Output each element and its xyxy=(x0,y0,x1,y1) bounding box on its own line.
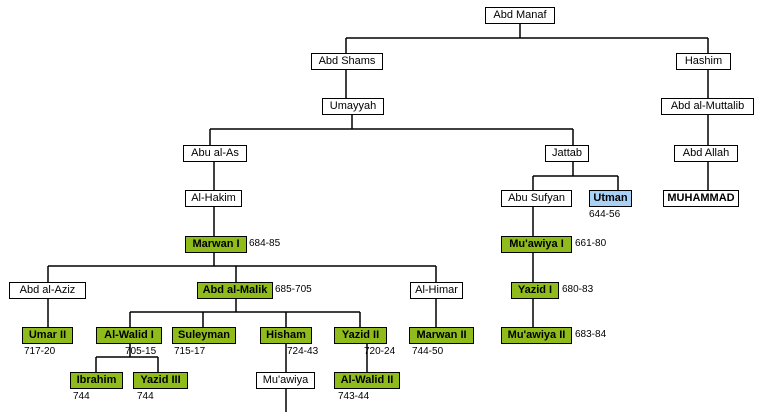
node-hashim: Hashim xyxy=(676,53,731,70)
node-yazid-ii: Yazid II xyxy=(334,327,387,344)
node-marwan-ii: Marwan II xyxy=(409,327,474,344)
date-al-walid-i: 705-15 xyxy=(125,346,157,357)
date-umar-ii: 717-20 xyxy=(24,346,56,357)
date-utman: 644-56 xyxy=(589,209,621,220)
date-yazid-ii: 720-24 xyxy=(364,346,396,357)
date-abd-al-malik: 685-705 xyxy=(275,284,312,295)
node-al-hakim: Al-Hakim xyxy=(185,190,242,207)
node-al-walid-ii: Al-Walid II xyxy=(334,372,400,389)
date-suleyman: 715-17 xyxy=(174,346,206,357)
node-al-walid-i: Al-Walid I xyxy=(96,327,162,344)
node-jattab: Jattab xyxy=(545,145,589,162)
node-muawiya-son-of-hisham: Mu'awiya xyxy=(256,372,315,389)
node-muawiya-i: Mu'awiya I xyxy=(501,236,572,253)
node-abd-al-aziz: Abd al-Aziz xyxy=(9,282,86,299)
node-ibrahim: Ibrahim xyxy=(70,372,123,389)
node-abu-sufyan: Abu Sufyan xyxy=(501,190,572,207)
node-hisham: Hisham xyxy=(260,327,312,344)
date-marwan-i: 684-85 xyxy=(249,238,281,249)
date-yazid-iii: 744 xyxy=(137,391,154,402)
node-abu-al-as: Abu al-As xyxy=(183,145,247,162)
node-umar-ii: Umar II xyxy=(22,327,73,344)
date-marwan-ii: 744-50 xyxy=(412,346,444,357)
date-ibrahim: 744 xyxy=(73,391,90,402)
date-hisham: 724-43 xyxy=(287,346,319,357)
node-abd-manaf: Abd Manaf xyxy=(485,7,555,24)
node-suleyman: Suleyman xyxy=(172,327,236,344)
node-abd-allah: Abd Allah xyxy=(674,145,738,162)
node-muawiya-ii: Mu'awiya II xyxy=(501,327,572,344)
node-yazid-i: Yazid I xyxy=(511,282,559,299)
date-yazid-i: 680-83 xyxy=(562,284,594,295)
node-al-himar: Al-Himar xyxy=(410,282,463,299)
date-muawiya-ii: 683-84 xyxy=(575,329,607,340)
node-abd-shams: Abd Shams xyxy=(311,53,383,70)
date-al-walid-ii: 743-44 xyxy=(338,391,370,402)
node-umayyah: Umayyah xyxy=(322,98,384,115)
date-muawiya-i: 661-80 xyxy=(575,238,607,249)
node-abd-al-malik: Abd al-Malik xyxy=(197,282,273,299)
node-yazid-iii: Yazid III xyxy=(133,372,188,389)
node-marwan-i: Marwan I xyxy=(185,236,247,253)
node-muhammad: MUHAMMAD xyxy=(663,190,739,207)
node-abd-al-muttalib: Abd al-Muttalib xyxy=(661,98,754,115)
node-utman: Utman xyxy=(589,190,632,207)
